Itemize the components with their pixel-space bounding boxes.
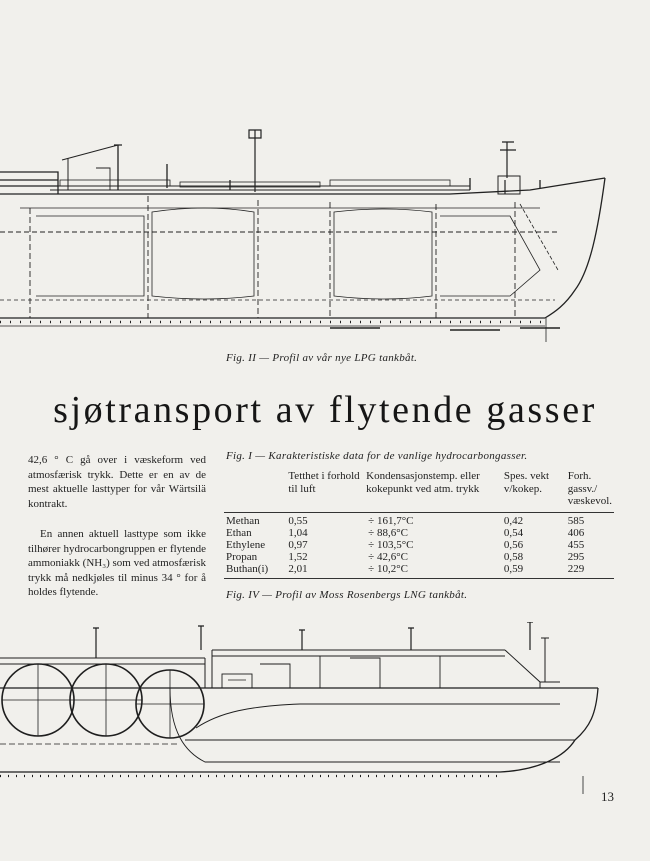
table-row: Ethan 1,04 ÷ 88,6°C 0,54 406 xyxy=(224,527,614,539)
table-cell: 0,56 xyxy=(503,538,524,551)
table-cell: 0,55 xyxy=(288,514,308,527)
table-header-cell: Spes. vekt v/kokep. xyxy=(501,468,566,513)
table-cell: Methan xyxy=(226,514,260,527)
table-header-cell: Tetthet i forhold til luft xyxy=(286,468,365,513)
table-cell: 295 xyxy=(567,551,585,564)
table-cell: 0,54 xyxy=(503,526,524,539)
article-headline: sjøtransport av flytende gasser xyxy=(53,389,597,431)
lng-tanker-profile-drawing xyxy=(0,622,599,794)
table-figure-caption: Fig. I — Karakteristiske data for de van… xyxy=(226,450,528,462)
table-cell: ÷ 88,6°C xyxy=(368,526,408,539)
table-cell: 2,01 xyxy=(286,563,365,579)
body-paragraph-2: En annen aktuell lasttype som ikke tilhø… xyxy=(28,528,206,598)
table-cell: 1,52 xyxy=(288,551,308,564)
table-cell: ÷ 103,5°C xyxy=(368,538,414,551)
table-row: Buthan(i) 2,01 ÷ 10,2°C 0,59 229 xyxy=(224,563,614,579)
table-row: Methan 0,55 ÷ 161,7°C 0,42 585 xyxy=(224,512,614,527)
table-header-cell: Kondensasjonstemp. eller kokepunkt ved a… xyxy=(364,468,502,513)
table-cell: 0,97 xyxy=(288,538,308,551)
table-header-cell: Forh. gassv./ væskevol. xyxy=(565,468,614,513)
table-cell: Buthan(i) xyxy=(224,563,287,579)
table-cell: 0,59 xyxy=(501,563,566,579)
table-header-cell xyxy=(224,468,287,513)
hydrocarbon-data-table: Tetthet i forhold til luft Kondensasjons… xyxy=(224,468,614,579)
top-figure-caption: Fig. II — Profil av vår nye LPG tankbåt. xyxy=(226,352,418,364)
table-row: Propan 1,52 ÷ 42,6°C 0,58 295 xyxy=(224,551,614,563)
lpg-tanker-profile-drawing xyxy=(0,129,606,342)
table-row: Ethylene 0,97 ÷ 103,5°C 0,56 455 xyxy=(224,539,614,551)
bottom-figure-caption: Fig. IV — Profil av Moss Rosenbergs LNG … xyxy=(226,589,468,601)
table-cell: 455 xyxy=(567,538,585,551)
table-cell: 229 xyxy=(565,563,614,579)
body-paragraph-1: 42,6 ° C gå over i væskeform ved atmosfæ… xyxy=(28,454,206,510)
table-cell: 1,04 xyxy=(288,526,308,539)
page-number: 13 xyxy=(601,789,614,804)
body-text-column: 42,6 ° C gå over i væskeform ved atmosfæ… xyxy=(28,453,206,616)
table-cell: 406 xyxy=(567,526,585,539)
table-cell: 585 xyxy=(567,514,585,527)
table-cell: Ethylene xyxy=(226,538,266,551)
table-cell: Propan xyxy=(226,551,258,564)
table-header-row: Tetthet i forhold til luft Kondensasjons… xyxy=(224,468,614,513)
table-cell: 0,58 xyxy=(503,551,524,564)
table-cell: 0,42 xyxy=(503,514,524,527)
table-cell: ÷ 161,7°C xyxy=(368,514,414,527)
table-cell: ÷ 42,6°C xyxy=(368,551,408,564)
table-cell: Ethan xyxy=(226,526,252,539)
table-cell: ÷ 10,2°C xyxy=(364,563,502,579)
